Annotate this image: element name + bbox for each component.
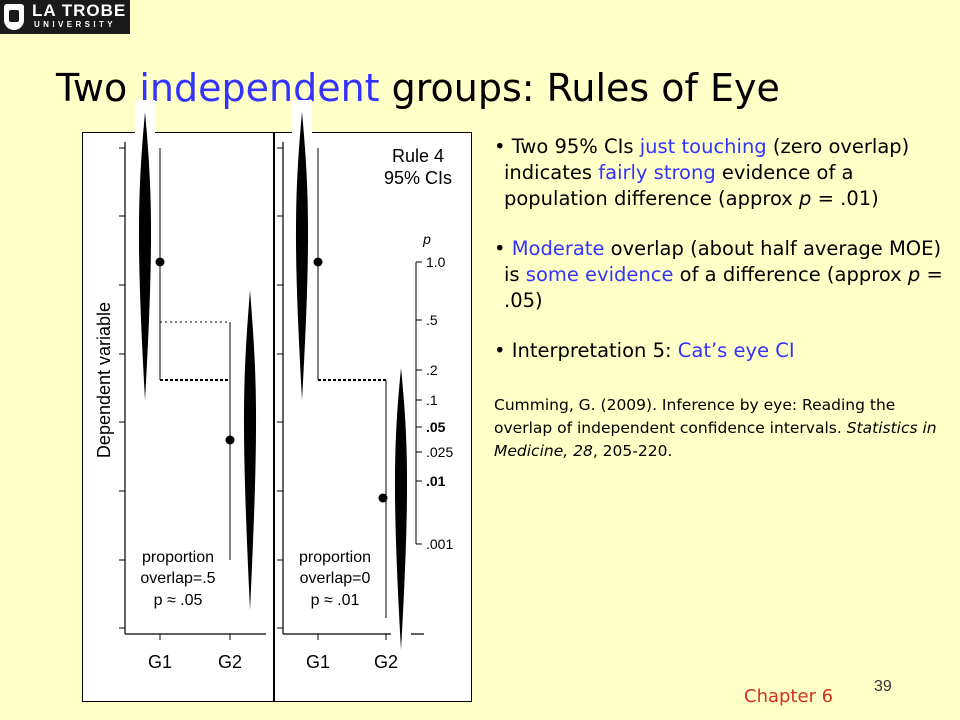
crest-icon (4, 4, 24, 30)
p-variable: p (907, 263, 921, 286)
bullet-1: • Two 95% CIs just touching (zero overla… (494, 135, 910, 210)
logo-line2: UNIVERSITY (34, 20, 117, 29)
bullet-2-text: overlap (about half average MOE) is (504, 237, 942, 286)
bullet-1-highlight: fairly strong (598, 161, 716, 184)
logo-line1: LA TROBE (32, 1, 127, 20)
slide-title: Two independent groups: Rules of Eye (56, 66, 780, 110)
bullet-1-text: (zero overlap) indicates (504, 135, 910, 184)
bullet-2: • Moderate overlap (about half average M… (494, 237, 943, 312)
reference-pages: , 205-220. (592, 442, 673, 460)
bullet-1-highlight: just touching (639, 135, 767, 158)
bullet-1-text: Two 95% CIs (511, 135, 640, 158)
bullet-2-text: = .05) (504, 263, 943, 312)
figure-right-panel (274, 132, 472, 702)
page-number: 39 (874, 678, 892, 695)
p-variable: p (799, 187, 812, 210)
bullet-3-text: Interpretation 5: (511, 339, 678, 362)
bullet-list: • Two 95% CIs just touching (zero overla… (494, 134, 946, 487)
bullet-1-text: evidence of a population difference (app… (504, 161, 854, 210)
bullet-2-text: of a difference (approx (673, 263, 908, 286)
figure-left-panel (82, 132, 274, 702)
title-part2: groups: Rules of Eye (379, 66, 780, 110)
title-highlight: independent (139, 66, 380, 110)
bullet-1-text: = .01) (811, 187, 879, 210)
bullet-3: • Interpretation 5: Cat’s eye CI (494, 339, 795, 362)
university-logo: LA TROBE UNIVERSITY (0, 0, 130, 34)
reference-journal: Statistics in Medicine, 28 (494, 419, 937, 460)
bullet-3-highlight: Cat’s eye CI (677, 339, 795, 362)
title-part1: Two (56, 66, 140, 110)
chapter-label: Chapter 6 (744, 686, 834, 707)
reference-citation: Cumming, G. (2009). Inference by eye: Re… (494, 394, 946, 463)
bullet-2-highlight: Moderate (511, 237, 605, 260)
bullet-2-highlight: some evidence (525, 263, 674, 286)
reference-text: Cumming, G. (2009). Inference by eye: Re… (494, 396, 896, 437)
